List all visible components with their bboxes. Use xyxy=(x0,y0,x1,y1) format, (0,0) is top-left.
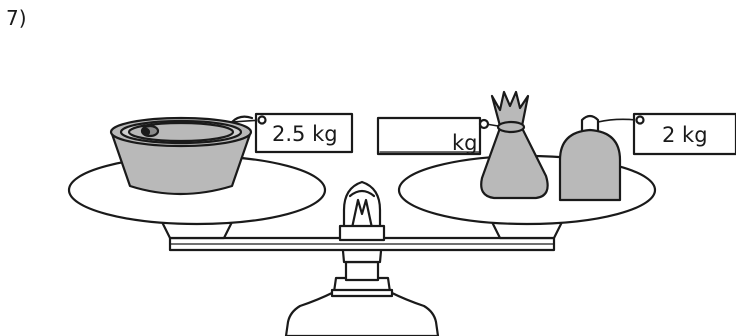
pot xyxy=(111,117,252,194)
scale-base xyxy=(286,240,438,336)
sack-tag xyxy=(480,120,498,128)
weight-label: 2 kg xyxy=(662,123,708,147)
sack-weight-unit: kg xyxy=(452,131,478,155)
pot-weight-label: 2.5 kg xyxy=(272,122,338,146)
scale-pointer xyxy=(340,182,384,240)
sack xyxy=(481,92,547,198)
